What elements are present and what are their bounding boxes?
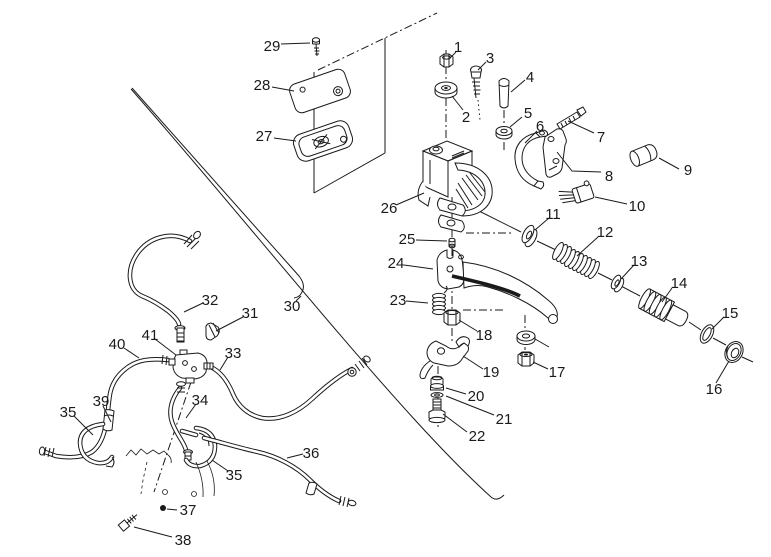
master-cylinder-26 [417,140,493,233]
callout-label-23: 23 [390,292,407,309]
callout-label-30: 30 [284,298,301,315]
callout-label-36: 36 [303,445,320,462]
washer-5b [516,330,536,345]
clamp-plate-8 [542,128,567,178]
callout-label-4: 4 [526,69,534,86]
washer-13 [610,274,625,293]
callout-label-8: 8 [605,168,613,185]
hose-36 [179,428,357,508]
callout-label-21: 21 [496,411,513,428]
nut-18 [443,309,461,326]
callout-label-15: 15 [722,305,739,322]
frame-sketch [125,448,215,498]
callout-label-16: 16 [706,381,723,398]
screw-7 [556,106,587,130]
clamp-front-6 [514,129,549,190]
callout-label-7: 7 [597,129,605,146]
washer-5 [495,126,513,140]
callout-label-38: 38 [175,532,192,549]
callout-label-12: 12 [597,224,614,241]
o-ring-15 [699,324,715,344]
clamp-35-left [77,421,115,468]
hose-34 [168,381,193,461]
callout-label-6: 6 [536,118,544,135]
callout-label-28: 28 [254,77,271,94]
callout-label-3: 3 [486,50,494,67]
callout-label-10: 10 [629,198,646,215]
cover-28 [289,68,351,114]
junction-block-41 [168,349,214,384]
callout-labels: 1 2 3 4 5 6 7 8 9 10 11 12 13 14 15 16 1… [60,38,739,549]
callout-label-17: 17 [549,364,566,381]
callout-label-13: 13 [631,253,648,270]
fitting-31 [205,322,220,341]
pin-4 [498,78,510,109]
hose-32 [127,230,201,343]
callout-label-29: 29 [264,38,281,55]
bolt-3 [470,65,482,99]
callout-label-1: 1 [454,39,462,56]
callout-label-24: 24 [388,255,405,272]
washer-21 [430,392,444,398]
callout-label-19: 19 [483,364,500,381]
sleeve-39 [102,409,115,432]
spring-12 [552,241,600,280]
nut-1 [439,53,454,68]
nut-17 [517,351,535,367]
callout-label-20: 20 [468,388,485,405]
washer-11 [521,224,538,248]
leader-lines [73,42,730,538]
piston-14 [638,288,689,327]
switch-connector-10 [558,180,595,204]
callout-label-2: 2 [462,109,470,126]
callout-label-9: 9 [684,162,692,179]
gasket-27 [292,120,354,162]
adjuster-20 [430,375,444,391]
callout-label-32: 32 [202,292,219,309]
callout-label-39: 39 [93,393,110,410]
hose-33 [205,355,371,421]
callout-label-27: 27 [256,128,273,145]
callout-label-14: 14 [671,275,688,292]
lock-bracket-19 [419,336,470,380]
callout-label-37: 37 [180,502,197,519]
callout-label-11: 11 [545,206,561,223]
callout-label-5: 5 [524,105,532,122]
spring-23 [432,285,448,316]
callout-label-26: 26 [381,200,398,217]
callout-label-25: 25 [399,231,416,248]
boot-9 [629,144,658,167]
callout-label-40: 40 [109,336,126,353]
brake-lever-24 [436,249,558,324]
callout-label-34: 34 [192,392,209,409]
callout-label-35: 35 [60,404,77,421]
callout-label-35b: 35 [226,467,243,484]
callout-label-18: 18 [476,327,493,344]
washer-2 [434,81,458,99]
reference-line-30 [130,87,505,500]
callout-label-31: 31 [242,305,259,322]
pin-25 [448,237,456,249]
cap-16 [724,340,744,364]
callout-label-22: 22 [469,428,486,445]
callout-label-33: 33 [225,345,242,362]
clip-37 [160,505,166,511]
bolt-22 [428,398,446,424]
callout-label-41: 41 [142,327,159,344]
screw-38 [117,514,138,532]
screw-29 [311,37,321,57]
